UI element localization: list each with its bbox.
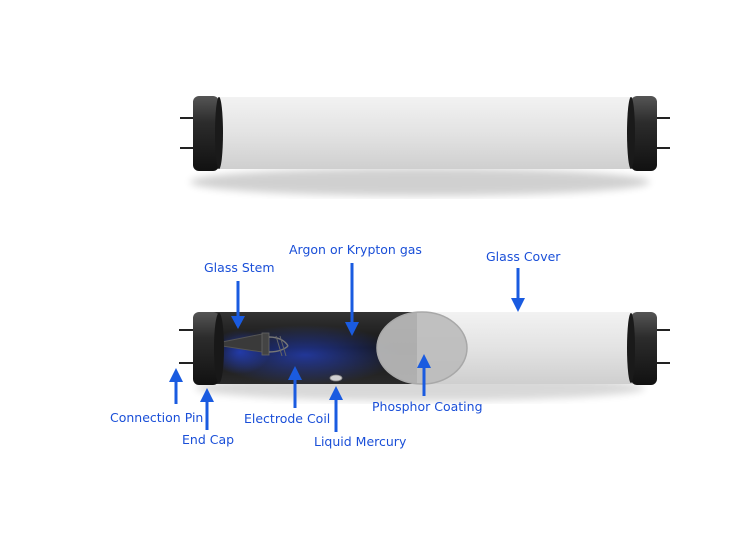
electrode-coil-label: Electrode Coil bbox=[244, 411, 331, 426]
bottom-tube bbox=[179, 311, 670, 401]
glass-cover-arrow bbox=[511, 268, 525, 312]
phosphor-coating-arrow bbox=[417, 354, 431, 396]
bottom-right-end-cap bbox=[631, 312, 657, 385]
top-right-cap-rim bbox=[627, 97, 635, 169]
end-cap-arrow bbox=[200, 388, 214, 430]
top-right-pin-upper bbox=[655, 117, 670, 119]
top-left-pin-lower bbox=[180, 147, 195, 149]
top-tube bbox=[180, 96, 670, 196]
electrode-assembly bbox=[221, 332, 289, 357]
phosphor-coating-label: Phosphor Coating bbox=[372, 399, 483, 414]
phosphor-coating-edge bbox=[376, 311, 468, 385]
end-cap-label: End Cap bbox=[182, 432, 235, 447]
bottom-right-pin-lower bbox=[655, 362, 670, 364]
mercury-droplet bbox=[329, 374, 343, 382]
top-right-end-cap bbox=[631, 96, 657, 171]
bottom-left-pin-upper bbox=[179, 329, 194, 331]
bottom-left-end-cap bbox=[193, 312, 219, 385]
connection-pin-arrow bbox=[169, 368, 183, 404]
bottom-right-pin-upper bbox=[655, 329, 670, 331]
connection-pin-label: Connection Pin bbox=[110, 410, 204, 425]
argon-gas-arrow bbox=[345, 263, 359, 336]
top-left-cap-rim bbox=[215, 97, 223, 169]
argon-gas-label: Argon or Krypton gas bbox=[289, 242, 422, 257]
top-tube-shadow bbox=[190, 168, 650, 196]
glass-stem-label: Glass Stem bbox=[204, 260, 275, 275]
label-arrows bbox=[169, 263, 525, 432]
glass-cover-label: Glass Cover bbox=[486, 249, 561, 264]
liquid-mercury-arrow bbox=[329, 386, 343, 432]
top-left-pin-upper bbox=[180, 117, 195, 119]
top-tube-glass bbox=[212, 97, 638, 169]
top-left-end-cap bbox=[193, 96, 219, 171]
liquid-mercury-label: Liquid Mercury bbox=[314, 434, 407, 449]
glass-stem-arrow bbox=[231, 281, 245, 329]
bottom-left-pin-lower bbox=[179, 362, 194, 364]
bottom-right-cap-rim bbox=[627, 313, 635, 383]
bottom-left-cap-rim bbox=[214, 313, 224, 383]
phosphor-coating-disc bbox=[377, 312, 467, 384]
electrode-coil-arrow bbox=[288, 366, 302, 408]
top-right-pin-lower bbox=[655, 147, 670, 149]
